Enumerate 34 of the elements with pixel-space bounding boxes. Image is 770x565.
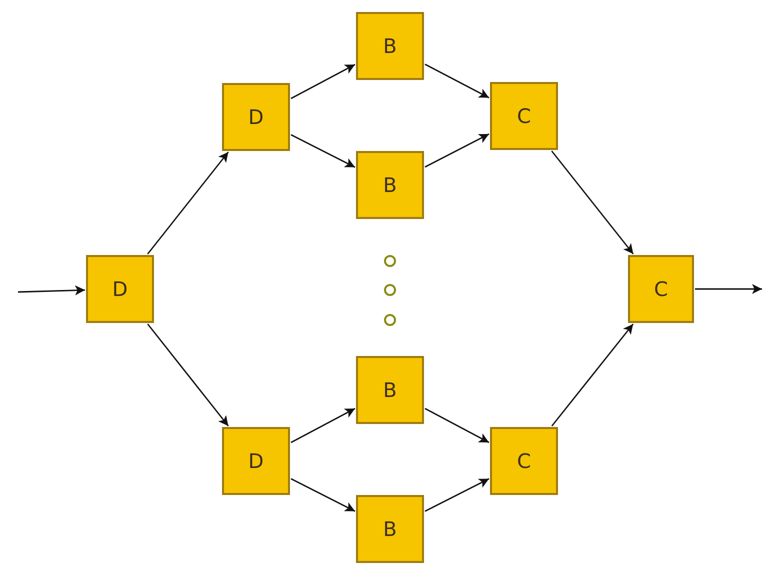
- arrow: [551, 324, 634, 426]
- arrow: [290, 478, 356, 512]
- node-label: D: [112, 277, 128, 301]
- process-box: [628, 255, 694, 323]
- node-label: C: [654, 277, 668, 301]
- process-box: [222, 83, 290, 151]
- arrow: [290, 64, 356, 100]
- arrow: [290, 134, 356, 168]
- node-label: B: [383, 378, 397, 402]
- node-label: D: [248, 105, 264, 129]
- process-box: [356, 151, 424, 219]
- arrow: [147, 324, 229, 426]
- node-label: B: [383, 34, 397, 58]
- arrow: [424, 478, 490, 512]
- arrow: [18, 285, 86, 296]
- process-box: [490, 82, 558, 150]
- node-label: B: [383, 517, 397, 541]
- process-box: [222, 427, 290, 495]
- node-label: C: [517, 449, 531, 473]
- arrow: [424, 64, 490, 98]
- arrow: [147, 152, 229, 254]
- arrow: [424, 408, 490, 444]
- arrow: [290, 408, 356, 444]
- arrow: [424, 133, 490, 168]
- arrow: [551, 150, 634, 254]
- process-box: [356, 12, 424, 80]
- process-box: [86, 255, 154, 323]
- process-box: [490, 427, 558, 495]
- node-label: B: [383, 173, 397, 197]
- node-label: C: [517, 104, 531, 128]
- process-box: [356, 356, 424, 424]
- node-label: D: [248, 449, 264, 473]
- arrow: [695, 284, 762, 294]
- process-box: [356, 495, 424, 563]
